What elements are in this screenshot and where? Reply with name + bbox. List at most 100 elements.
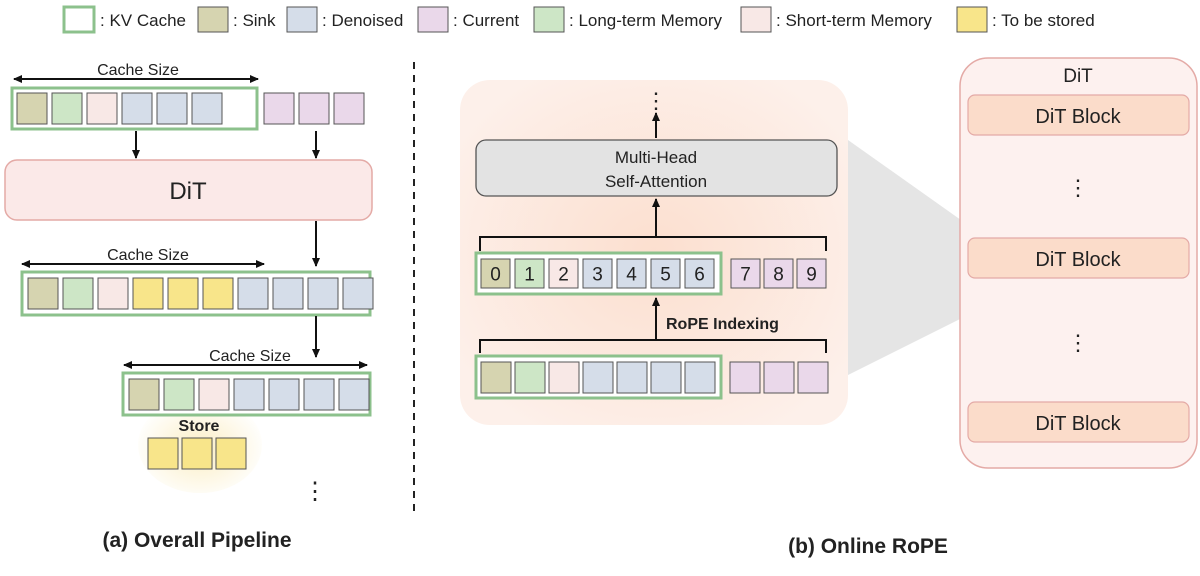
dit-block [967,237,1190,279]
token-denoised [156,92,188,125]
bracket [479,236,827,251]
token-stored [181,437,213,470]
token-current [797,361,829,394]
token-denoised [684,361,716,394]
token-index-label: 5 [660,265,671,286]
zoom-connector [848,140,968,375]
dit-module-label: DiT [169,178,207,205]
token-denoised [582,258,613,289]
token-denoised [650,361,682,394]
token-denoised [616,258,647,289]
legend-long-label: : Long-term Memory [569,11,723,30]
legend-current-swatch [417,6,449,33]
legend-denoised-swatch [286,6,318,33]
token-denoised [303,378,335,411]
token-current [298,92,330,125]
ellipsis-icon: ⋮ [645,88,667,113]
cache-size-label: Cache Size [209,348,291,365]
dit-block-label: DiT Block [1035,413,1121,435]
multi-head-attention-block [475,139,838,197]
token-sink [27,277,59,310]
token-denoised [684,258,715,289]
token-short [198,378,230,411]
token-current [763,258,794,289]
token-current [730,258,761,289]
legend-stored-label: : To be stored [992,11,1095,30]
token-denoised [121,92,153,125]
token-denoised [268,378,300,411]
token-current [729,361,761,394]
token-current [333,92,365,125]
caption-a: (a) Overall Pipeline [102,529,291,552]
attention-label-line1: Multi-Head [615,148,697,167]
token-stored [132,277,164,310]
token-current [763,361,795,394]
bracket [479,339,827,353]
dit-block-label: DiT Block [1035,249,1121,271]
token-index-label: 2 [558,265,569,286]
token-index-label: 6 [694,265,705,286]
token-current [263,92,295,125]
attention-label-line2: Self-Attention [605,172,707,191]
overall-pipeline: Cache Size DiT Cache Size Cache Size Sto… [4,62,374,552]
token-index-label: 3 [592,265,603,286]
token-long [62,277,94,310]
token-short [97,277,129,310]
token-stored [202,277,234,310]
token-short [548,361,580,394]
legend-stored-swatch [956,6,988,33]
token-denoised [616,361,648,394]
token-index-label: 4 [626,265,637,286]
token-sink [16,92,48,125]
token-row [16,92,223,125]
cache-size-label: Cache Size [97,62,179,79]
token-index-label: 1 [524,265,535,286]
token-denoised [342,277,374,310]
caption-b: (b) Online RoPE [788,535,948,558]
token-row [128,378,370,411]
ellipsis-icon: ⋮ [1067,175,1089,200]
legend-denoised-label: : Denoised [322,11,403,30]
token-current [796,258,827,289]
stored-token-row [147,437,247,470]
token-denoised [233,378,265,411]
legend-kv-label: : KV Cache [100,11,186,30]
token-index-label: 9 [806,265,817,286]
token-short [548,258,579,289]
token-row [27,277,374,310]
input-token-row [480,361,829,394]
legend-short-swatch [740,6,772,33]
token-denoised [191,92,223,125]
token-long [51,92,83,125]
legend-sink-swatch [197,6,229,33]
legend-kv-swatch [62,5,96,34]
token-denoised [272,277,304,310]
token-stored [167,277,199,310]
token-denoised [237,277,269,310]
token-long [514,258,545,289]
token-index-label: 7 [740,265,751,286]
token-long [514,361,546,394]
rope-indexing-label: RoPE Indexing [666,316,779,333]
token-denoised [338,378,370,411]
dit-panel: DiT DiT Block ⋮ DiT Block ⋮ DiT Block [959,57,1198,469]
dit-panel-title: DiT [1063,66,1093,87]
token-denoised [582,361,614,394]
legend-current-label: : Current [453,11,519,30]
token-short [86,92,118,125]
legend: : KV Cache : Sink : Denoised : Current :… [62,5,1095,34]
token-long [163,378,195,411]
current-token-row [263,92,365,125]
store-label: Store [179,418,220,435]
dit-block-label: DiT Block [1035,106,1121,128]
token-denoised [650,258,681,289]
ellipsis-icon: ⋮ [303,478,327,505]
dit-block [967,94,1190,136]
legend-sink-label: : Sink [233,11,276,30]
token-denoised [307,277,339,310]
token-stored [215,437,247,470]
ellipsis-icon: ⋮ [1067,330,1089,355]
